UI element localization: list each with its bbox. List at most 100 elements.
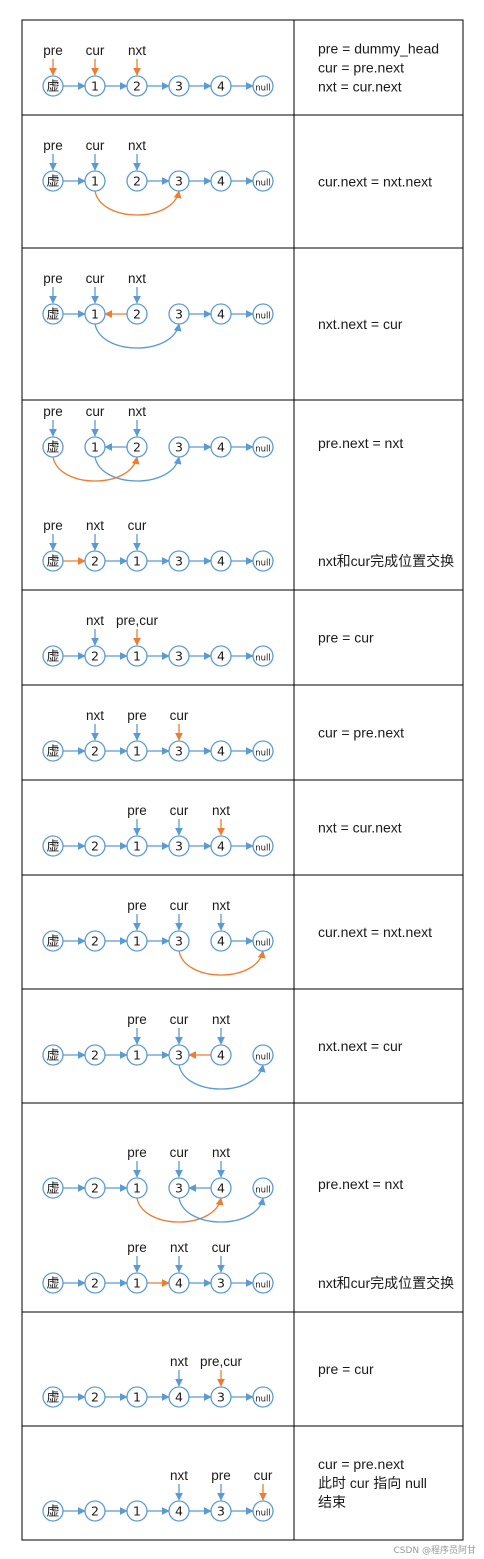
list-node: 4 xyxy=(210,740,232,762)
node-circle xyxy=(168,740,190,762)
node-label: 3 xyxy=(175,1048,183,1063)
node-label: 2 xyxy=(133,79,141,94)
pointer-label: pre,cur xyxy=(200,1354,243,1387)
node-circle xyxy=(210,1500,232,1522)
list-node: 3 xyxy=(168,550,190,572)
node-label: 2 xyxy=(91,1276,99,1291)
node-circle xyxy=(126,1500,148,1522)
pointer-label: nxt xyxy=(170,1240,188,1273)
pointer-name: cur xyxy=(170,803,189,818)
list-node: null xyxy=(252,436,274,458)
node-label: null xyxy=(255,559,271,569)
list-node: 1 xyxy=(126,645,148,667)
note-line: nxt.next = cur xyxy=(318,1038,403,1054)
note-line: pre.next = nxt xyxy=(318,1176,403,1192)
node-circle xyxy=(252,303,274,325)
node-circle xyxy=(84,1044,106,1066)
list-node: null xyxy=(252,170,274,192)
pointer-name: nxt xyxy=(128,43,146,58)
node-circle xyxy=(210,1272,232,1294)
pointer-name: pre,cur xyxy=(116,613,159,628)
node-label: 2 xyxy=(91,1504,99,1519)
curved-next-arrow xyxy=(94,190,182,216)
node-circle xyxy=(42,75,64,97)
list-node: 4 xyxy=(210,436,232,458)
note-line: cur = pre.next xyxy=(318,725,404,741)
node-circle xyxy=(168,436,190,458)
watermark: CSDN @程序员阿甘 xyxy=(393,1546,476,1556)
list-node: 2 xyxy=(84,1177,106,1199)
pointer-name: nxt xyxy=(128,404,146,419)
list-node: 3 xyxy=(168,835,190,857)
node-circle xyxy=(42,170,64,192)
pointer-label: pre xyxy=(43,271,63,304)
pointer-name: cur xyxy=(170,708,189,723)
pointer-name: nxt xyxy=(170,1468,188,1483)
node-circle xyxy=(168,645,190,667)
list-node: 3 xyxy=(210,1386,232,1408)
pointer-name: nxt xyxy=(212,898,230,913)
node-label: 1 xyxy=(133,554,141,569)
list-node: 2 xyxy=(84,930,106,952)
pointer-name: nxt xyxy=(86,518,104,533)
pointer-name: nxt xyxy=(212,1012,230,1027)
node-label: 3 xyxy=(175,174,183,189)
note-line: nxt.next = cur xyxy=(318,316,403,332)
node-label: 虚 xyxy=(46,1505,59,1520)
node-circle xyxy=(252,1177,274,1199)
pointer-label: cur xyxy=(170,1012,189,1045)
note-line: 结束 xyxy=(318,1494,346,1510)
list-node: 虚 xyxy=(42,1500,64,1522)
node-circle xyxy=(252,835,274,857)
node-circle xyxy=(126,303,148,325)
node-label: 4 xyxy=(217,174,225,189)
node-label: 虚 xyxy=(46,1391,59,1406)
node-circle xyxy=(42,835,64,857)
node-circle xyxy=(42,740,64,762)
node-label: 虚 xyxy=(46,441,59,456)
list-node: 4 xyxy=(210,1177,232,1199)
step-note: nxt和cur完成位置交换 xyxy=(318,1275,454,1291)
node-label: null xyxy=(255,1053,271,1063)
list-node: null xyxy=(252,75,274,97)
node-label: 2 xyxy=(133,440,141,455)
node-label: 虚 xyxy=(46,745,59,760)
list-node: 2 xyxy=(84,835,106,857)
step-note: nxt和cur完成位置交换 xyxy=(318,553,454,569)
list-node: 2 xyxy=(84,1272,106,1294)
node-circle xyxy=(168,170,190,192)
node-label: 3 xyxy=(175,1181,183,1196)
pointer-label: nxt xyxy=(128,138,146,171)
list-node: 1 xyxy=(126,1044,148,1066)
list-node: null xyxy=(252,1044,274,1066)
pointer-name: cur xyxy=(86,138,105,153)
node-label: 2 xyxy=(91,1048,99,1063)
list-node: 2 xyxy=(84,550,106,572)
node-label: null xyxy=(255,1395,271,1405)
node-label: 2 xyxy=(133,307,141,322)
pointer-label: pre xyxy=(127,1240,147,1273)
pointer-label: nxt xyxy=(212,803,230,836)
pointer-name: nxt xyxy=(212,803,230,818)
pointer-name: pre,cur xyxy=(200,1354,243,1369)
node-circle xyxy=(210,1386,232,1408)
list-node: 1 xyxy=(84,75,106,97)
note-line: pre.next = nxt xyxy=(318,435,403,451)
node-label: 4 xyxy=(217,440,225,455)
list-node: 3 xyxy=(210,1272,232,1294)
list-node: 1 xyxy=(84,303,106,325)
node-label: 3 xyxy=(175,554,183,569)
node-label: 4 xyxy=(217,1048,225,1063)
step-note: cur = pre.next xyxy=(318,725,404,741)
pointer-name: pre xyxy=(43,43,63,58)
node-circle xyxy=(126,170,148,192)
node-circle xyxy=(252,170,274,192)
pointer-label: nxt xyxy=(86,613,104,646)
list-node: 1 xyxy=(126,740,148,762)
pointer-label: nxt xyxy=(212,1012,230,1045)
list-node: 3 xyxy=(168,303,190,325)
pointer-label: pre xyxy=(43,138,63,171)
